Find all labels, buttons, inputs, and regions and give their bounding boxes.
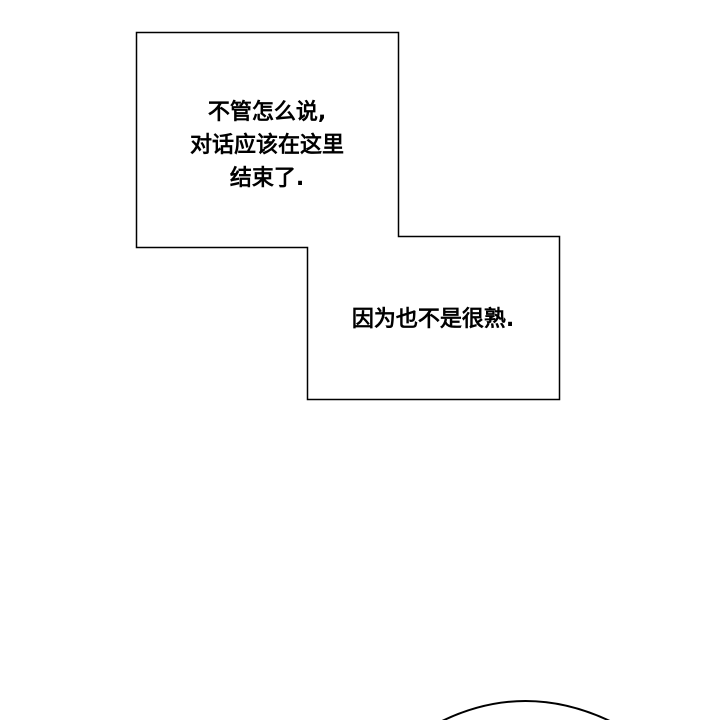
speech-bubble-edge [441, 700, 610, 720]
caption-line: 对话应该在这里 [189, 133, 344, 158]
caption-line: 不管怎么说, [207, 100, 327, 125]
caption-text-2: 因为也不是很熟. [351, 307, 515, 332]
caption-line: 结束了. [229, 166, 305, 191]
caption-box-outline [135, 31, 561, 401]
caption-text-1: 不管怎么说, 对话应该在这里 结束了. [136, 96, 398, 195]
